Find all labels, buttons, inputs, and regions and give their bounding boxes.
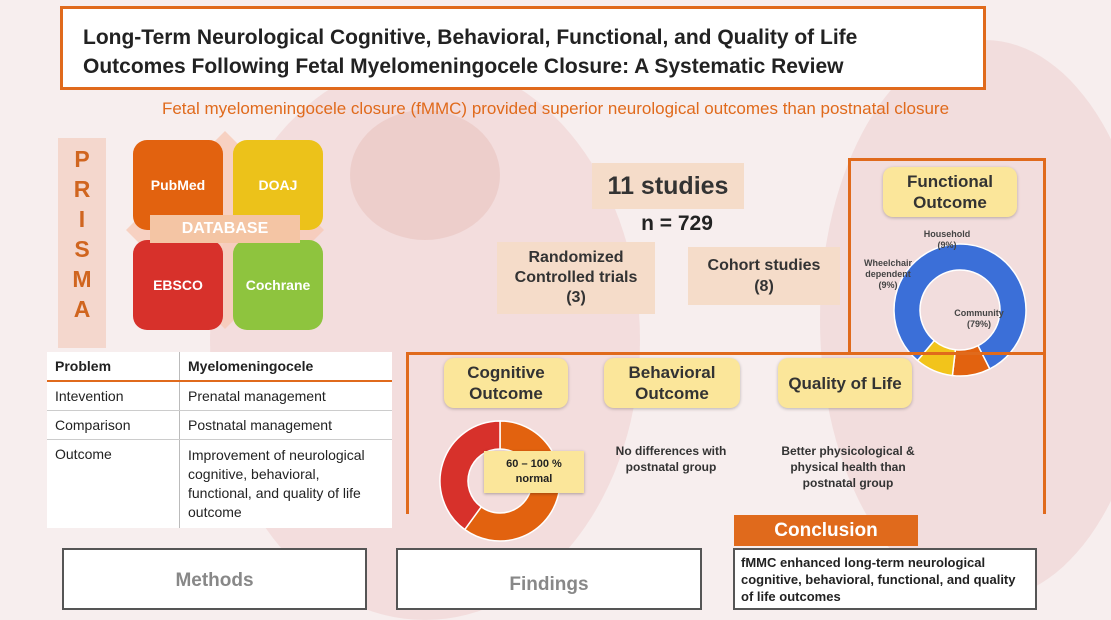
database-label: DATABASE — [150, 215, 300, 243]
prisma-letter: M — [72, 266, 92, 292]
table-cell: Prenatal management — [179, 381, 392, 411]
prisma-letter: A — [73, 296, 91, 322]
wheelchair-label: Wheelchair dependent — [863, 258, 912, 279]
cognitive-slice-slice-1 — [439, 420, 501, 531]
table-row: Problem Myelomeningocele — [47, 352, 392, 382]
prisma-letter: I — [78, 206, 86, 232]
behavioral-text: No differences with postnatal group — [615, 444, 727, 474]
label-household: Household (9%) — [912, 229, 982, 251]
table-row: Outcome Improvement of neurological cogn… — [47, 439, 392, 528]
table-cell: Outcome — [47, 439, 180, 528]
page-title: Long-Term Neurological Cognitive, Behavi… — [60, 6, 986, 90]
sample-size: n = 729 — [641, 212, 713, 235]
behavioral-title: Behavioral Outcome — [604, 358, 740, 408]
table-cell: Improvement of neurological cognitive, b… — [188, 447, 365, 520]
qol-title: Quality of Life — [778, 358, 912, 408]
studies-count: 11 studies — [592, 163, 744, 209]
prisma-letter: P — [74, 146, 90, 172]
cognitive-title: Cognitive Outcome — [444, 358, 568, 408]
db-ebsco: EBSCO — [133, 240, 223, 330]
table-row: Comparison Postnatal management — [47, 410, 392, 440]
table-cell: Comparison — [47, 410, 180, 440]
table-cell: Postnatal management — [179, 410, 392, 440]
findings-box: Findings — [396, 548, 702, 610]
background-fetus-head — [350, 110, 500, 240]
functional-title: Functional Outcome — [883, 167, 1017, 217]
table-cell: Problem — [47, 352, 180, 382]
qol-text: Better physicological & physical health … — [781, 444, 915, 490]
conclusion-text: fMMC enhanced long-term neurological cog… — [733, 548, 1037, 610]
community-pct: (79%) — [966, 319, 991, 329]
table-cell: Myelomeningocele — [179, 352, 392, 382]
prisma-label: P R I S M A — [58, 138, 106, 348]
label-community: Community (79%) — [944, 308, 1014, 330]
cognitive-center-label: 60 – 100 % normal — [484, 451, 584, 493]
table-row: Intevention Prenatal management — [47, 381, 392, 411]
functional-slice-household — [916, 339, 957, 377]
methods-box: Methods — [62, 548, 367, 610]
household-label: Household — [923, 229, 971, 239]
pico-table: Problem Myelomeningocele Intevention Pre… — [47, 352, 392, 528]
cohort-box: Cohort studies (8) — [688, 247, 840, 305]
table-cell: Intevention — [47, 381, 180, 411]
household-pct: (9%) — [937, 240, 957, 250]
prisma-letter: R — [73, 176, 91, 202]
db-cochrane: Cochrane — [233, 240, 323, 330]
findings-frame — [406, 352, 1046, 514]
functional-frame — [848, 158, 1046, 354]
conclusion-label: Conclusion — [734, 515, 918, 546]
prisma-letter: S — [74, 236, 90, 262]
subtitle: Fetal myelomeningocele closure (fMMC) pr… — [161, 99, 950, 118]
rct-box: Randomized Controlled trials (3) — [497, 242, 655, 314]
community-label: Community — [954, 308, 1004, 318]
wheelchair-pct: (9%) — [878, 280, 898, 290]
label-wheelchair: Wheelchair dependent (9%) — [858, 258, 918, 291]
